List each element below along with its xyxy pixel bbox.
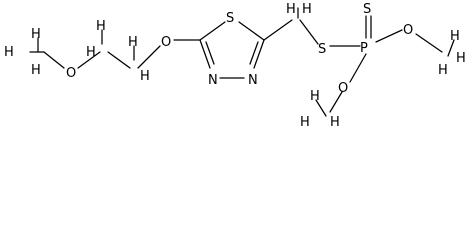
- h-methyl-right-b: H: [456, 51, 466, 66]
- bond-o-methyl-lower: [329, 91, 343, 113]
- h-methyl-lower-c: H: [300, 115, 310, 130]
- bond-ring-c2-s: [199, 21, 226, 41]
- bond-ring-c5-n4-double: [249, 41, 259, 65]
- h-methyl-right-c: H: [438, 63, 448, 78]
- atom-o-ester-right: O: [403, 23, 413, 38]
- bond-lines: [29, 7, 455, 117]
- h-ch2-b2: H: [140, 69, 150, 84]
- bond-methyl-left-o: [43, 51, 65, 69]
- hydrogen-labels: H H H H H H H H H H H H H H H: [4, 2, 466, 130]
- atom-o-methoxy: O: [66, 66, 76, 81]
- h-ch2-c1: H: [286, 2, 296, 17]
- bond-ch2a-ch2b: [107, 51, 131, 69]
- atom-o-ether: O: [161, 35, 171, 50]
- bond-ring-c2-n3: [199, 39, 211, 69]
- bond-ch2b-o: [137, 45, 161, 69]
- h-ch2-a1: H: [96, 19, 106, 34]
- bond-h-stub-5: [447, 39, 455, 57]
- h-methyl-left-c: H: [31, 63, 41, 78]
- h-methyl-lower-a: H: [310, 89, 320, 104]
- bond-p-o-right: [375, 29, 403, 43]
- bond-h-stub-6: [315, 99, 327, 117]
- atom-n-ring-right: N: [248, 73, 258, 88]
- h-ch2-c2: H: [302, 2, 312, 17]
- atom-s-thiono: S: [363, 2, 371, 17]
- bond-o-methyl-right: [415, 33, 443, 53]
- bond-ring-c5-n4: [253, 39, 265, 69]
- atom-labels: O O S N N S P S O O: [66, 2, 413, 96]
- h-methyl-left-b: H: [4, 45, 14, 60]
- atom-o-ester-lower: O: [338, 81, 348, 96]
- bond-ch2c-s: [299, 19, 319, 45]
- atom-n-ring-left: N: [208, 73, 218, 88]
- h-ch2-b1: H: [128, 35, 138, 50]
- bond-ring-s-c5: [238, 21, 265, 41]
- h-methyl-left-a: H: [31, 27, 41, 42]
- bond-ring-c2-n3-double: [205, 41, 215, 65]
- h-methyl-right-a: H: [450, 29, 460, 44]
- bond-o-ch2a: [77, 51, 101, 69]
- bond-p-o-lower: [349, 53, 367, 83]
- h-methyl-lower-b: H: [330, 115, 340, 130]
- h-ch2-a2: H: [86, 45, 96, 60]
- atom-s-ring: S: [226, 11, 234, 26]
- bond-ring-ch2c: [263, 19, 293, 41]
- chemical-structure-diagram: O O S N N S P S O O H H H H H H H H H H …: [4, 2, 466, 130]
- atom-p-center: P: [360, 41, 368, 56]
- atom-s-thio: S: [318, 42, 326, 57]
